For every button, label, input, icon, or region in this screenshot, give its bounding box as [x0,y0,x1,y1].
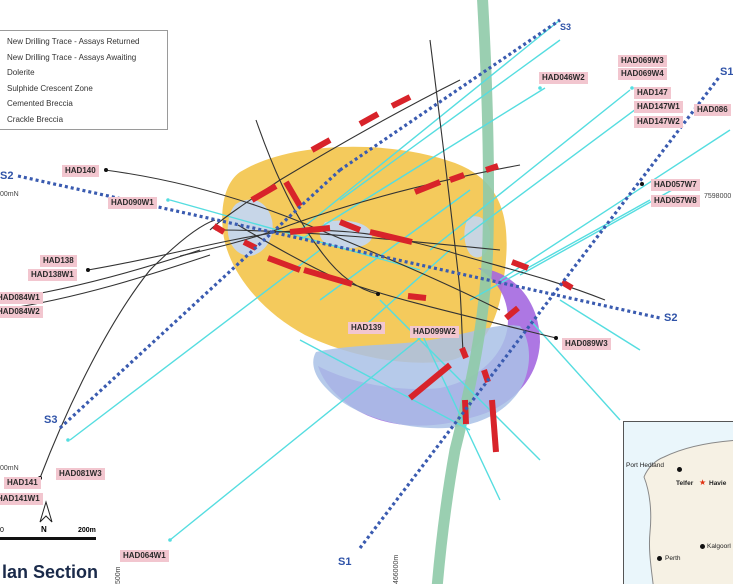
legend-item: Cemented Breccia [7,99,73,108]
collar-markers [38,86,644,542]
hole-label: HAD089W3 [562,338,611,350]
australia-outline [643,439,733,584]
hole-label: HAD099W2 [410,326,459,338]
town-marker [700,544,705,549]
hole-label: HAD139 [348,322,385,334]
hole-label: HAD069W3 [618,55,667,67]
coordinate-label: 00mN [0,191,19,198]
hole-label: HAD084W2 [0,306,43,318]
hole-label: HAD138 [40,255,77,267]
hole-label: HAD084W1 [0,292,43,304]
hole-label: HAD057W7 [651,179,700,191]
legend-item: New Drilling Trace - Assays Returned [7,37,140,46]
town-marker [657,556,662,561]
section-label: S2 [0,170,14,182]
legend-item: Dolerite [7,68,35,77]
hole-label: HAD140 [62,165,99,177]
hole-label: HAD147W2 [634,116,683,128]
north-label: N [41,525,47,534]
coordinate-label: 7598000 [704,193,732,200]
hole-label: HAD064W1 [120,550,169,562]
hole-label: HAD147 [634,87,671,99]
section-label: S3 [44,414,58,426]
fault-line [431,0,495,584]
map-legend: New Drilling Trace - Assays Returned New… [0,30,168,130]
north-arrow-icon [39,500,53,523]
hole-label: HAD069W4 [618,68,667,80]
hole-label: HAD138W1 [28,269,77,281]
town-label: Perth [665,555,681,562]
scale-zero: 0 [0,527,4,534]
section-label: S1 [720,66,733,78]
map-title: lan Section [2,562,99,582]
town-marker [677,467,682,472]
legend-item: Sulphide Crescent Zone [7,83,93,93]
coordinate-label: 00mN [0,465,19,472]
scale-max: 200m [78,527,96,534]
coordinate-label: 466000m [393,554,400,584]
hole-label: HAD081W3 [56,468,105,480]
town-label: Port Hedland [626,462,664,469]
section-label: S3 [560,22,572,32]
town-label: Kalgoorl [707,543,731,550]
coordinate-label: 500m [115,566,122,584]
town-label: Telfer [676,480,694,487]
mineralised-intervals [212,94,574,453]
hole-label: HAD141W1 [0,493,43,505]
havieron-star-icon: ★ [699,478,707,487]
scale-bar: 0 200m [0,527,100,540]
section-label: S1 [338,556,352,568]
legend-item: Crackle Breccia [7,114,64,124]
hole-label: HAD046W2 [539,72,588,84]
location-inset-map: Port Hedland Telfer ★ Havie Perth Kalgoo… [623,421,733,584]
assays-awaiting-traces [69,19,731,541]
hole-label: HAD147W1 [634,101,683,113]
hole-label: HAD090W1 [108,197,157,209]
hole-label: HAD086 [694,104,731,116]
section-label: S2 [664,312,678,324]
hole-label: HAD057W8 [651,195,700,207]
scale-bar-line [0,537,96,540]
hole-label: HAD141 [4,477,41,489]
town-label: Havie [709,480,727,487]
legend-item: New Drilling Trace - Assays Awaiting [7,52,137,62]
